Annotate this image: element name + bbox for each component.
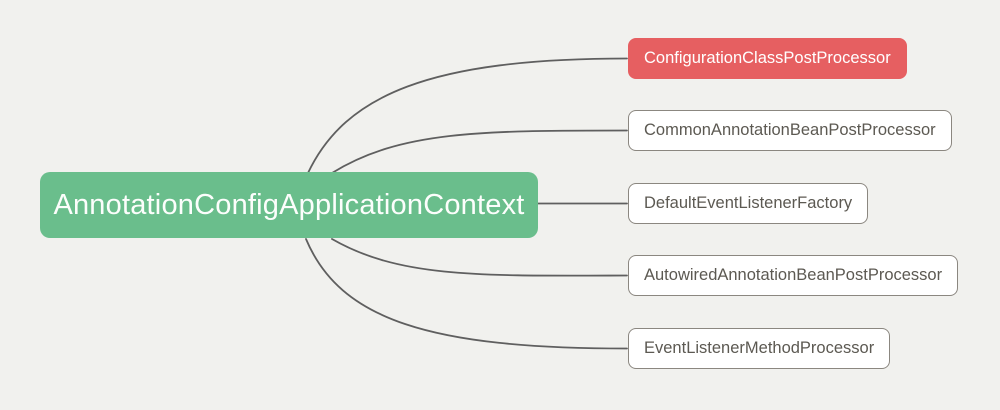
root-node-annotation-config-application-context: AnnotationConfigApplicationContext (40, 172, 538, 238)
child-node-autowired-annotation-bean-post-processor: AutowiredAnnotationBeanPostProcessor (628, 255, 959, 296)
child-node-label: DefaultEventListenerFactory (644, 194, 853, 212)
connector-root-to-event-listener-method-processor (305, 238, 628, 350)
root-node-label: AnnotationConfigApplicationContext (53, 189, 525, 221)
child-node-configuration-class-post-processor: ConfigurationClassPostProcessor (628, 38, 907, 79)
connector-root-to-configuration-class-post-processor (307, 57, 628, 174)
child-node-label: EventListenerMethodProcessor (644, 339, 875, 357)
child-node-label: CommonAnnotationBeanPostProcessor (644, 121, 936, 139)
child-node-label: AutowiredAnnotationBeanPostProcessor (644, 266, 943, 284)
connector-root-to-common-annotation-bean-post-processor (331, 129, 628, 174)
child-node-label: ConfigurationClassPostProcessor (644, 49, 891, 67)
connector-root-to-autowired-annotation-bean-post-processor (331, 238, 628, 277)
child-node-event-listener-method-processor: EventListenerMethodProcessor (628, 328, 891, 369)
child-node-default-event-listener-factory: DefaultEventListenerFactory (628, 183, 869, 224)
child-node-common-annotation-bean-post-processor: CommonAnnotationBeanPostProcessor (628, 110, 952, 151)
